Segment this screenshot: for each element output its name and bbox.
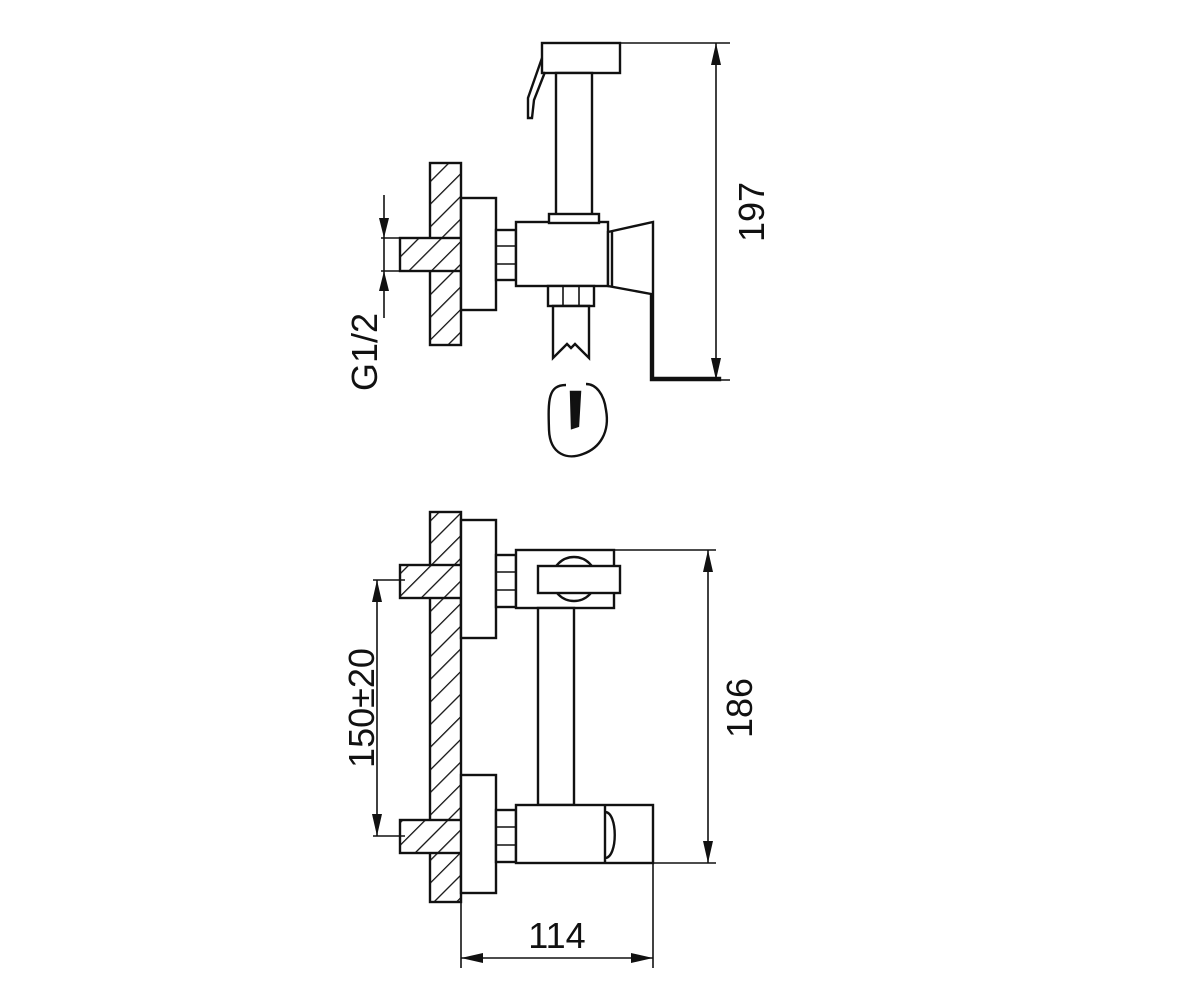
- lower-nut: [494, 808, 518, 864]
- lower-inlet-pipe: [398, 818, 464, 855]
- lever-handle: [606, 220, 722, 382]
- flange: [459, 196, 498, 312]
- wall-section-lower: [428, 268, 463, 347]
- upper-nut: [494, 553, 518, 609]
- dimension-connection-distance: 150±20: [341, 648, 382, 768]
- mixer-body: [514, 220, 610, 288]
- dimension-height-front: 186: [719, 678, 760, 738]
- diverter-lever: [536, 564, 622, 595]
- top-cap: [540, 41, 622, 75]
- front-riser-tube: [536, 606, 576, 807]
- lower-mixer-body: [514, 803, 655, 865]
- outlet-spout: [551, 304, 591, 361]
- lower-lever: [603, 805, 616, 863]
- dimension-height-side: 197: [731, 182, 772, 242]
- outlet-nut: [546, 284, 596, 308]
- dimension-thread: G1/2: [344, 313, 385, 391]
- upper-flange: [459, 518, 498, 640]
- riser-collar: [547, 212, 601, 225]
- upper-inlet-pipe: [398, 563, 464, 600]
- lever-symbol-icon: [547, 382, 609, 458]
- handshower-hook: [526, 57, 547, 120]
- inlet-pipe: [398, 236, 464, 273]
- riser-tube: [554, 71, 594, 224]
- front-view: 186 150±20 114: [341, 510, 760, 968]
- side-view: 197 G1/2: [344, 41, 772, 458]
- lower-flange: [459, 773, 498, 895]
- connection-nut: [494, 228, 518, 282]
- dimension-depth: 114: [528, 915, 585, 956]
- wall-section-upper: [428, 161, 463, 243]
